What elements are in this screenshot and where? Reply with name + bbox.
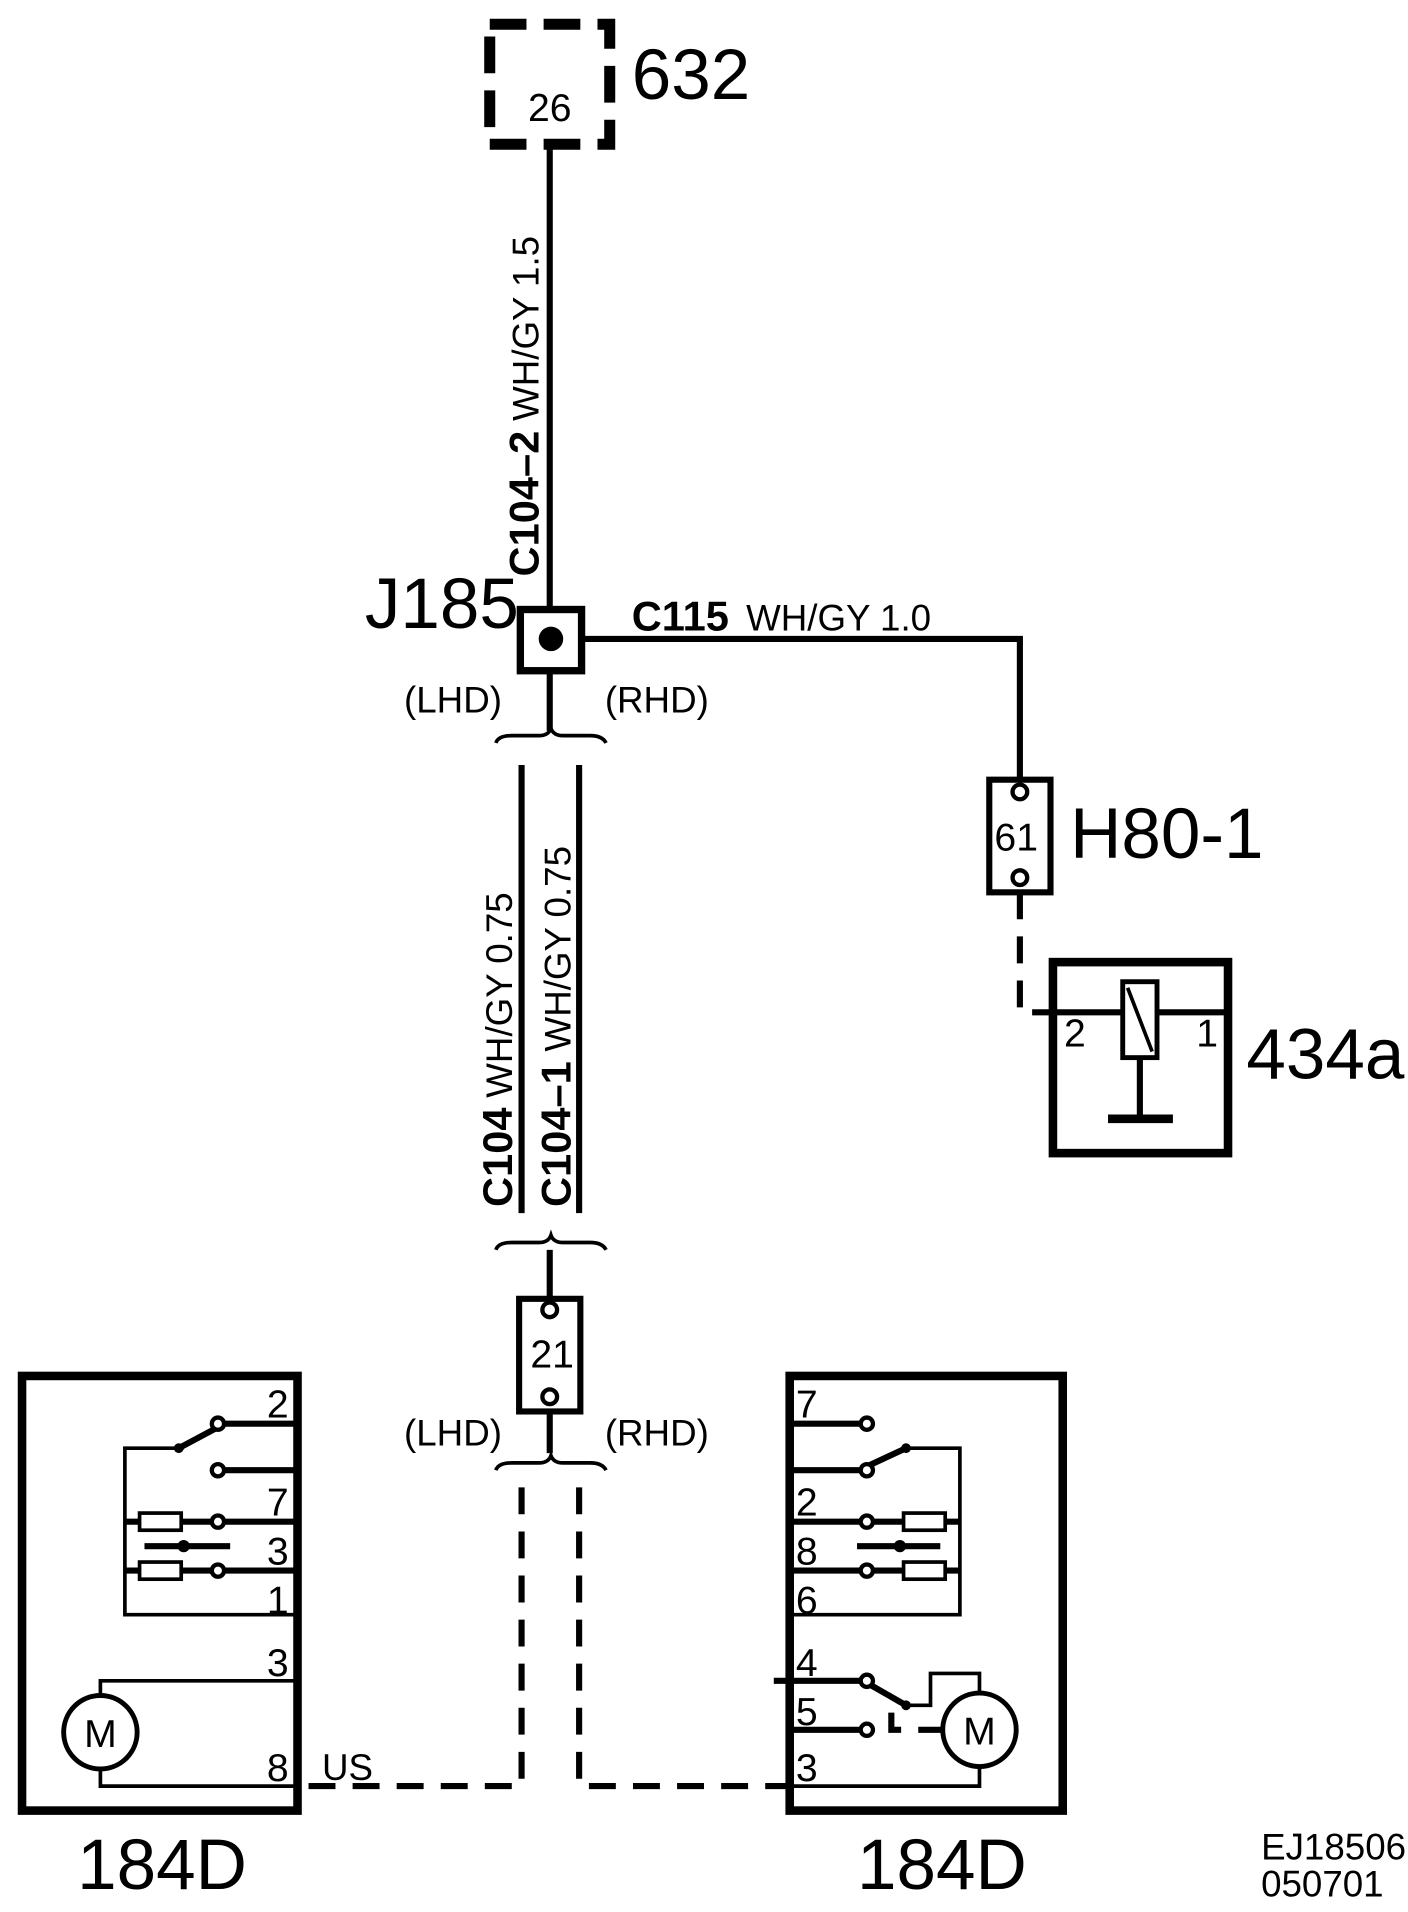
variant-lhd-bottom: (LHD) <box>404 1413 502 1454</box>
brace-top <box>494 722 608 744</box>
variant-us: US <box>322 1747 373 1788</box>
junction-label: J185 <box>365 565 519 644</box>
fuse-h80-1: 61 H80-1 <box>986 776 1263 896</box>
junction-j185: J185 (LHD) (RHD) <box>365 565 709 720</box>
motor-right-184d: M 7 2 8 6 4 5 3 184D <box>773 1371 1068 1905</box>
motor-left-pin: 3 <box>267 1531 289 1574</box>
motor-left-symbol: M <box>84 1713 117 1756</box>
motor-right-pin: 2 <box>796 1482 818 1525</box>
motor-right-pin: 3 <box>796 1747 818 1790</box>
connector-terminal-top <box>540 1300 560 1320</box>
relay-label: 434a <box>1246 1015 1404 1094</box>
module-632: 26 632 <box>484 18 750 150</box>
wire-rhd-to-right-motor <box>576 1487 788 1790</box>
wire-fuse-to-relay <box>1016 892 1053 1016</box>
fuse-h80-terminal-top <box>1010 782 1030 802</box>
connector-21: 21 <box>516 1295 584 1415</box>
junction-dot <box>538 626 564 652</box>
motor-right-pin: 4 <box>796 1642 818 1685</box>
motor-right-symbol: M <box>963 1710 996 1753</box>
motor-left-pin: 7 <box>267 1482 289 1525</box>
motor-left-184d: M 2 7 3 1 3 8 184D <box>17 1371 302 1905</box>
connector-pin: 21 <box>530 1333 574 1376</box>
module-632-pin: 26 <box>528 87 572 130</box>
fuse-h80-pin: 61 <box>994 817 1038 860</box>
relay-pin-left: 2 <box>1064 1013 1086 1056</box>
variant-rhd-bottom: (RHD) <box>605 1413 709 1454</box>
brace-middle <box>494 1229 608 1251</box>
motor-left-pin: 1 <box>267 1579 289 1622</box>
footer-date: 050701 <box>1261 1863 1384 1904</box>
wire-c115 <box>581 635 1023 785</box>
motor-left-icon <box>61 1693 140 1772</box>
footer-ref: EJ18506 <box>1261 1827 1406 1868</box>
wire-c104-2-label: C104–2WH/GY 1.5 <box>501 236 548 577</box>
motor-right-pin: 8 <box>796 1531 818 1574</box>
motor-left-label: 184D <box>77 1826 247 1905</box>
motor-left-pin: 8 <box>267 1747 289 1790</box>
variant-rhd-top: (RHD) <box>605 679 709 720</box>
motor-right-label: 184D <box>857 1826 1027 1905</box>
relay-pin-right: 1 <box>1196 1013 1218 1056</box>
motor-right-pin: 5 <box>796 1691 818 1734</box>
variant-lhd-top: (LHD) <box>404 679 502 720</box>
fuse-h80-terminal-bottom <box>1010 868 1030 888</box>
motor-left-pin: 3 <box>267 1642 289 1685</box>
wire-c104-1-label: C104–1WH/GY 0.75 <box>533 846 580 1207</box>
wire-c104-label: C104WH/GY 0.75 <box>474 892 521 1207</box>
motor-right-pin: 7 <box>796 1384 818 1427</box>
connector-terminal-bottom <box>540 1387 560 1407</box>
motor-left-pin: 2 <box>267 1384 289 1427</box>
fuse-h80-label: H80-1 <box>1070 795 1263 874</box>
module-632-label: 632 <box>632 36 750 115</box>
relay-434a: 2 1 434a <box>1048 957 1405 1158</box>
motor-right-pin: 6 <box>796 1579 818 1622</box>
brace-bottom <box>494 1449 608 1472</box>
wire-lhd-to-left-motor <box>297 1487 525 1790</box>
